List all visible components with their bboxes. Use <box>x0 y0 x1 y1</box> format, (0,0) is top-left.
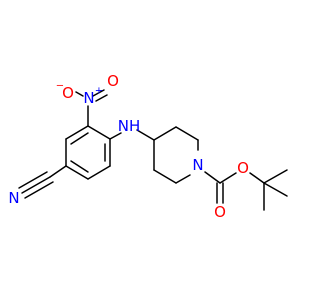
atom-amine-nh: NH <box>118 117 141 135</box>
bond-ester-o-to-tbu <box>249 172 265 184</box>
bond-cn-to-ring <box>49 165 67 178</box>
charge-plus: + <box>95 86 103 97</box>
structure-canvas: N O − N + O NH N O O <box>8 72 288 221</box>
atom-carbonyl-o: O <box>214 203 226 221</box>
atom-nitro-o-minus: O <box>62 84 74 102</box>
nitrile-triple-bond <box>18 171 54 199</box>
atom-nitro-n-plus: N <box>83 89 94 107</box>
atom-cyano-n: N <box>8 189 19 207</box>
atom-nitro-o-double: O <box>107 72 119 90</box>
atom-piperidine-n: N <box>192 156 203 174</box>
bond-nitro-double-o <box>92 89 108 102</box>
charge-minus: − <box>56 81 64 92</box>
piperidine-ring <box>153 126 199 184</box>
benzene-ring <box>65 125 111 180</box>
bond-n-to-carbonyl <box>204 171 221 184</box>
bond-ring-to-nh <box>109 132 122 140</box>
tert-butyl-group <box>263 169 288 211</box>
bond-carbonyl-double <box>216 182 224 204</box>
atom-ester-o: O <box>237 159 249 177</box>
bond-nh-to-piperidine <box>136 129 155 141</box>
bond-nitro-o-minus <box>75 91 84 97</box>
bond-carbonyl-to-ester-o <box>219 172 237 184</box>
bond-layer <box>18 89 288 211</box>
molecule-structure: N O − N + O NH N O O <box>8 72 288 221</box>
atom-label-layer: N O − N + O NH N O O <box>8 72 249 221</box>
